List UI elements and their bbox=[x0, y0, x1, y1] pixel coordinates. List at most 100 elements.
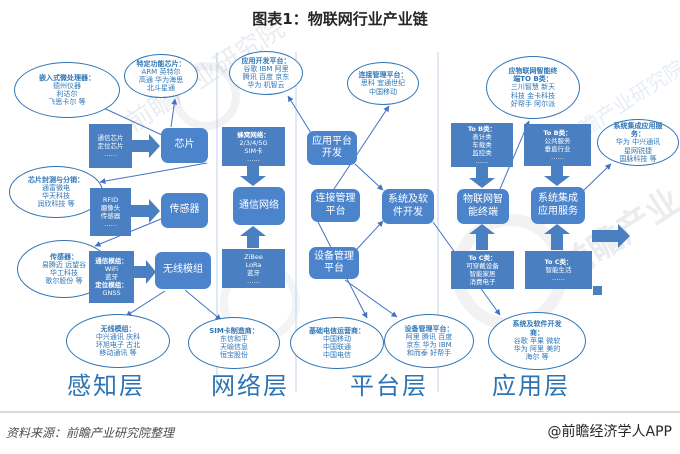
credit-badge: @前瞻经济学人APP bbox=[547, 424, 672, 440]
text-line: 华为 中兴通讯 bbox=[615, 138, 661, 147]
text-line: …… bbox=[475, 157, 489, 165]
text-line: To C类： bbox=[468, 254, 497, 262]
fat-arrow-right-icon bbox=[131, 199, 160, 223]
text-line: 应用平台 bbox=[312, 135, 352, 147]
text-line: 件开发 bbox=[393, 206, 423, 218]
fat-arrow-up-icon bbox=[469, 224, 495, 250]
text-line: 可穿戴设备 bbox=[466, 262, 499, 270]
text-line: 公共服务 bbox=[544, 137, 571, 145]
text-line: 恒宝股份 bbox=[220, 351, 248, 360]
fat-arrow-up-icon bbox=[544, 224, 570, 250]
text-line: 系统集成应用服 bbox=[613, 121, 663, 130]
text-line: 北斗星通 bbox=[147, 84, 175, 93]
text-line: …… bbox=[104, 150, 117, 158]
text-line: 基础电信运营商： bbox=[309, 326, 365, 335]
text-line: 应用开发平台： bbox=[241, 56, 291, 65]
text-line: 芯片 bbox=[174, 139, 195, 151]
connector-arrow bbox=[184, 289, 222, 321]
text-line: …… bbox=[247, 276, 260, 285]
source-note: 资料来源：前瞻产业研究院整理 bbox=[6, 426, 175, 440]
text-line: 天喻信息 bbox=[220, 343, 248, 351]
box-toc-wearables: To C类：可穿戴设备智能家居消费电子 bbox=[451, 251, 514, 289]
text-line: 蓝牙 bbox=[247, 268, 260, 277]
node-app-platform-dev: 应用平台开发 bbox=[307, 131, 357, 165]
text-line: 华工科技 bbox=[50, 269, 78, 277]
ellipse-special-chips: 特定功能芯片：ARM 英特尔高通 华为海思北斗星通 bbox=[124, 54, 198, 98]
layer-label-perception: 感知层 bbox=[67, 372, 145, 400]
text-line: 平台 bbox=[325, 205, 346, 217]
text-line: 智能家居 bbox=[469, 270, 496, 278]
text-line: 连接管理 bbox=[315, 193, 356, 204]
node-wireless-module: 无线模组 bbox=[155, 252, 211, 289]
fat-arrow-right-icon bbox=[134, 260, 156, 284]
text-line: GNSS bbox=[102, 289, 121, 297]
connector-arrow bbox=[356, 220, 384, 250]
connector-arrow bbox=[333, 105, 390, 190]
box-tob-public: To B类：公共服务垂直行业…… bbox=[524, 124, 591, 166]
footer-divider bbox=[0, 411, 680, 413]
text-line: 设备管理 bbox=[314, 250, 354, 262]
text-line: …… bbox=[551, 153, 564, 161]
text-line: 华为 阿里 美的 bbox=[513, 345, 561, 354]
text-line: 传感器： bbox=[50, 252, 78, 261]
text-line: 中国电信 bbox=[323, 351, 351, 360]
box-toc-smart-life: To C类：智能生活…… bbox=[525, 251, 592, 289]
text-line: 监控类 bbox=[472, 149, 492, 157]
text-line: 连接管理平台： bbox=[358, 71, 408, 80]
text-line: 易腾迈 远望谷 bbox=[41, 260, 87, 269]
text-line: 高通 华为海思 bbox=[138, 76, 184, 84]
text-line: WiFi bbox=[104, 265, 119, 273]
text-line: 通信网络 bbox=[239, 199, 279, 211]
text-line: …… bbox=[247, 154, 260, 163]
connector-arrow bbox=[354, 163, 384, 191]
node-chip: 芯片 bbox=[161, 128, 208, 163]
connector-arrow bbox=[99, 162, 208, 184]
text-line: …… bbox=[552, 274, 565, 282]
text-line: LoRa bbox=[245, 260, 262, 269]
text-line: 务： bbox=[631, 130, 645, 139]
text-line: 环旭电子 古北 bbox=[95, 341, 141, 349]
text-line: To C类： bbox=[544, 258, 573, 266]
page-title: 图表1：物联网行业产业链 bbox=[252, 10, 428, 28]
text-line: 中兴通讯 庆科 bbox=[95, 332, 141, 341]
node-system-software-dev: 系统及软件开发 bbox=[382, 189, 434, 224]
text-line: RFID bbox=[102, 196, 119, 204]
node-iot-terminal: 物联网智能终端 bbox=[457, 189, 509, 224]
text-line: ARM 英特尔 bbox=[141, 67, 181, 76]
text-line: 摄像头 bbox=[100, 204, 121, 212]
node-sensor: 传感器 bbox=[161, 193, 208, 228]
text-line: 润欣科技 等 bbox=[37, 200, 75, 209]
ellipse-system-integration: 系统集成应用服务：华为 中兴通讯星网锐捷国脉科技 等 bbox=[597, 119, 679, 166]
node-device-platform: 设备管理平台 bbox=[309, 247, 359, 279]
text-line: 利达尔 bbox=[56, 90, 78, 98]
text-line: 商： bbox=[530, 328, 544, 337]
text-line: 通信芯片 bbox=[97, 134, 124, 142]
connector-arrow bbox=[582, 163, 612, 192]
text-line: 嵌入式微处理器： bbox=[39, 73, 95, 82]
text-line: 系统及软 bbox=[388, 194, 428, 205]
text-line: 垂直行业 bbox=[544, 145, 571, 153]
text-line: 消费电子 bbox=[469, 278, 496, 286]
ellipse-connection-mgmt: 连接管理平台：思科 宜通世纪中国移动 bbox=[347, 62, 419, 105]
fat-arrow-right-icon bbox=[132, 134, 160, 158]
text-line: 无线模组： bbox=[100, 324, 136, 333]
text-line: 星网锐捷 bbox=[624, 146, 652, 155]
small-square-marker bbox=[593, 286, 602, 295]
text-line: To B类： bbox=[543, 129, 572, 137]
text-line: ZiBee bbox=[244, 252, 263, 261]
ellipse-embedded-mcu: 嵌入式微处理器：德州仪器利达尔飞思卡尔 等 bbox=[14, 62, 120, 118]
node-system-integration: 系统集成应用服务 bbox=[531, 187, 585, 224]
text-line: 物联网智 bbox=[463, 194, 503, 205]
text-line: 三川智慧 新天 bbox=[510, 83, 556, 92]
text-line: 通信模组： bbox=[95, 257, 128, 265]
text-line: 歌尔股份 等 bbox=[45, 277, 83, 286]
text-line: 通富微电 bbox=[42, 183, 70, 192]
box-tob-meters: To B类：表计类车载类监控类…… bbox=[451, 123, 513, 167]
text-line: 蓝牙 bbox=[105, 273, 118, 281]
text-line: 科技 金卡科技 bbox=[510, 91, 556, 100]
text-line: SIM卡 bbox=[244, 146, 263, 155]
text-line: 中国移动 bbox=[323, 334, 351, 343]
text-line: 定位模组： bbox=[95, 281, 128, 289]
